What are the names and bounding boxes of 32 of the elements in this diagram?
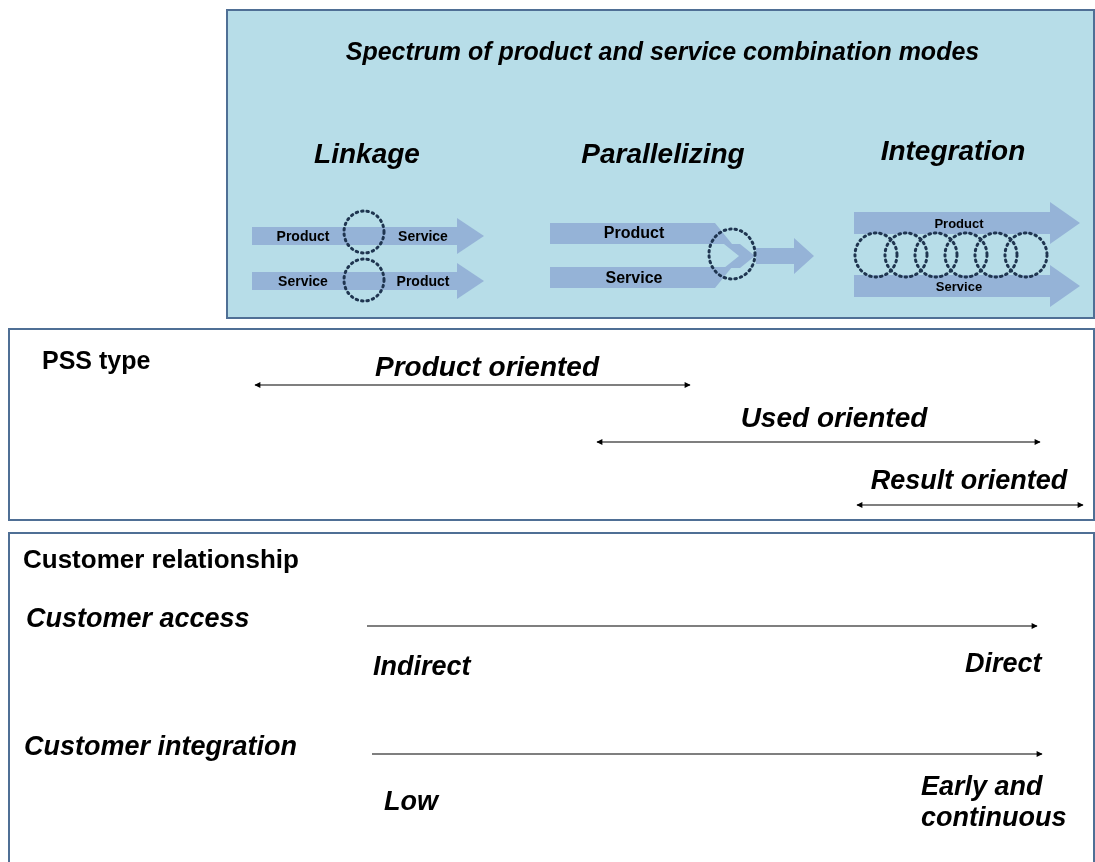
section-heading: PSS type xyxy=(42,346,151,375)
band-label: Product xyxy=(396,273,450,289)
column-heading: Linkage xyxy=(314,138,420,170)
band-label: Product xyxy=(276,228,330,244)
band-label: Product xyxy=(934,215,984,231)
scale-label: Early and continuous xyxy=(921,771,1068,834)
column-heading: Parallelizing xyxy=(581,138,745,170)
scale-label: Indirect xyxy=(373,651,471,682)
arrow-band xyxy=(854,202,1080,244)
arrow-band xyxy=(252,218,484,254)
row-heading: Customer integration xyxy=(24,731,298,762)
range-label: Result oriented xyxy=(870,465,1068,496)
arrow-band xyxy=(550,223,732,244)
band-label: Service xyxy=(398,228,448,244)
row-heading: Customer access xyxy=(26,603,250,634)
arrow-band xyxy=(550,267,732,288)
range-label: Product oriented xyxy=(375,351,599,383)
band-label: Product xyxy=(603,224,665,242)
panel xyxy=(8,328,1095,521)
scale-label: Low xyxy=(384,786,438,817)
band-label: Service xyxy=(278,273,328,289)
arrow-band xyxy=(854,265,1080,307)
arrow-band xyxy=(252,263,484,299)
scale-label: Direct xyxy=(965,648,1042,679)
range-label: Used oriented xyxy=(740,402,928,434)
band-label: Service xyxy=(935,278,983,294)
panel xyxy=(226,9,1095,319)
section-heading: Customer relationship xyxy=(23,544,299,575)
panel-title: Spectrum of product and service combination modes xyxy=(344,37,981,66)
band-label: Service xyxy=(605,269,663,287)
panel xyxy=(8,532,1095,862)
column-heading: Integration xyxy=(880,135,1026,167)
